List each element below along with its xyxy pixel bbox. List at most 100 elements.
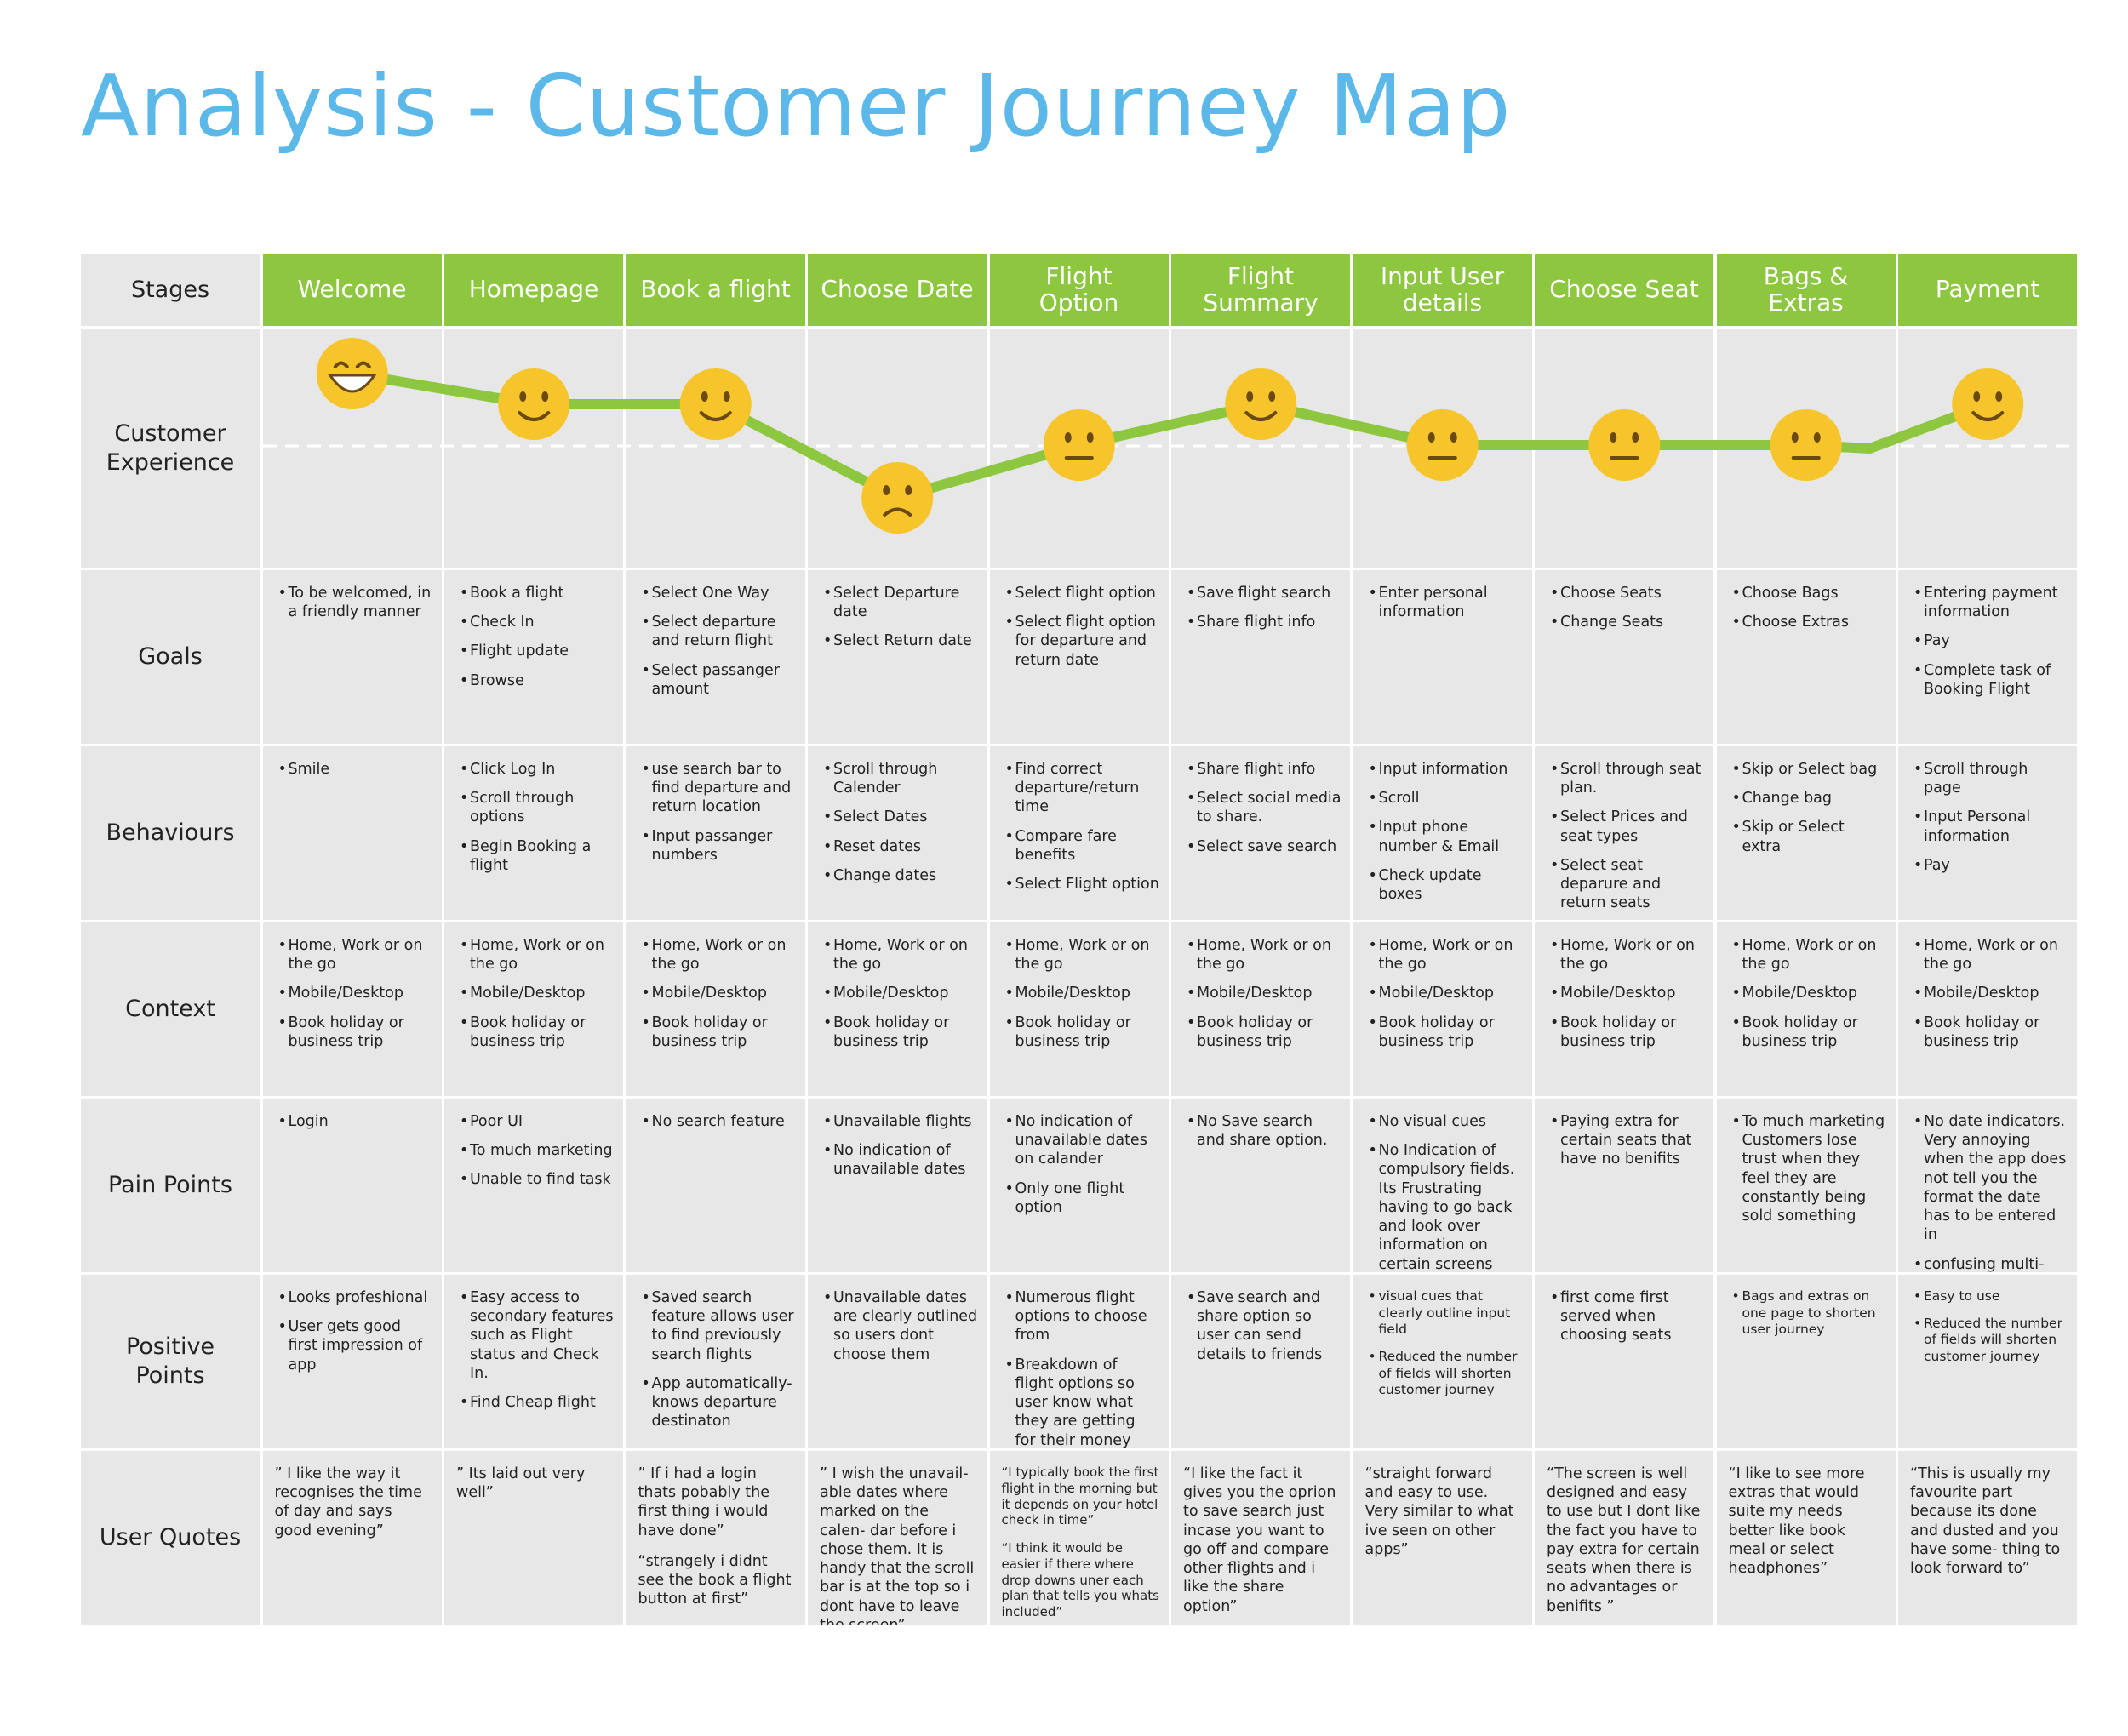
- context-cell: Home, Work or on the goMobile/DesktopBoo…: [1898, 922, 2077, 1096]
- bullet-item: Home, Work or on the go: [1560, 936, 1705, 974]
- bullet-item: Smile: [289, 760, 433, 779]
- positive-points-cell: Unavailable dates are clearly outlined s…: [808, 1275, 987, 1448]
- bullet-item: Mobile/Desktop: [1015, 984, 1160, 1002]
- happy-face-icon: [679, 368, 752, 440]
- pain-points-cell: No Save search and share option.: [1171, 1099, 1350, 1272]
- positive-points-cell: Looks profeshionalUser gets good first i…: [262, 1275, 442, 1448]
- bullet-item: Select Return date: [833, 631, 978, 650]
- stage-header-input-user-details: Input User details: [1353, 254, 1532, 326]
- user-quote: “I think it would be easier if there whe…: [1001, 1540, 1159, 1619]
- bullet-item: Select departure and return flight: [652, 613, 797, 650]
- happy-face-icon: [1951, 368, 2023, 440]
- bullet-item: Looks profeshional: [289, 1288, 433, 1307]
- bullet-item: Home, Work or on the go: [1924, 936, 2068, 974]
- bullet-item: Poor UI: [470, 1112, 615, 1131]
- bullet-item: App automatically- knows departure desti…: [652, 1374, 797, 1431]
- column-divider: [1168, 328, 1171, 568]
- context-cell: Home, Work or on the goMobile/DesktopBoo…: [626, 922, 805, 1096]
- positive-points-cell: Save search and share option so user can…: [1171, 1275, 1350, 1448]
- bullet-item: Select seat deparure and return seats: [1560, 856, 1705, 913]
- bullet-item: To be welcomed, in a friendly manner: [289, 584, 433, 621]
- goals-cell: Entering payment informationPayComplete …: [1898, 570, 2077, 744]
- goals-cell: Select flight optionSelect flight option…: [989, 570, 1169, 744]
- bullet-item: Home, Work or on the go: [1742, 936, 1887, 974]
- column-divider: [1895, 328, 1898, 568]
- bullet-item: Change dates: [833, 866, 978, 885]
- bullet-item: Browse: [470, 671, 615, 690]
- bullet-item: Mobile/Desktop: [470, 984, 615, 1002]
- bullet-item: use search bar to find departure and ret…: [652, 760, 797, 817]
- stage-header-homepage: Homepage: [444, 254, 623, 326]
- bullet-item: Pay: [1924, 631, 2068, 650]
- user-quote-cell: “I typically book the first flight in th…: [989, 1451, 1169, 1625]
- behaviours-cell: Smile: [262, 746, 442, 920]
- behaviours-cell: Find correct departure/return timeCompar…: [989, 746, 1169, 920]
- bullet-item: Home, Work or on the go: [1379, 936, 1524, 974]
- positive-points-cell: Numerous flight options to choose fromBr…: [989, 1275, 1169, 1448]
- behaviours-cell: Scroll through seat plan.Select Prices a…: [1535, 746, 1713, 920]
- bullet-item: Skip or Select extra: [1742, 818, 1887, 855]
- bullet-item: Check In: [470, 613, 615, 631]
- pain-points-cell: No visual cuesNo Indication of compulsor…: [1353, 1099, 1532, 1272]
- column-divider: [1350, 328, 1353, 568]
- experience-curve-band: [262, 328, 2080, 568]
- bullet-item: Scroll through options: [470, 789, 615, 826]
- bullet-item: Enter personal information: [1379, 584, 1524, 621]
- bullet-item: Skip or Select bag: [1742, 760, 1887, 779]
- bullet-item: Home, Work or on the go: [1015, 936, 1160, 974]
- user-quote-cell: “I like the fact it gives you the oprion…: [1171, 1451, 1350, 1625]
- bullet-item: Choose Bags: [1742, 584, 1887, 602]
- bullet-item: Select save search: [1197, 837, 1341, 856]
- goals-cell: Book a flightCheck InFlight updateBrowse: [444, 570, 623, 744]
- context-cell: Home, Work or on the goMobile/DesktopBoo…: [1716, 922, 1896, 1096]
- row-label-behaviours: Behaviours: [81, 746, 260, 920]
- pain-points-cell: Poor UITo much marketingUnable to find t…: [444, 1099, 623, 1272]
- bullet-item: Numerous flight options to choose from: [1015, 1288, 1160, 1345]
- happy-face-icon: [1224, 368, 1296, 440]
- bullet-item: Pay: [1924, 856, 2068, 875]
- goals-cell: Save flight searchShare flight info: [1171, 570, 1350, 744]
- bullet-item: Easy access to secondary features such a…: [470, 1288, 615, 1383]
- user-quote-cell: ” I wish the unavail- able dates where m…: [808, 1451, 987, 1625]
- bullet-item: Find Cheap flight: [470, 1393, 615, 1412]
- row-label-experience: Customer Experience: [81, 328, 260, 568]
- bullet-item: Select flight option for departure and r…: [1015, 613, 1160, 670]
- experience-line: [351, 368, 1989, 503]
- bullet-item: Home, Work or on the go: [1197, 936, 1341, 974]
- bullet-item: Scroll through Calender: [833, 760, 978, 797]
- bullet-item: Begin Booking a flight: [470, 837, 615, 875]
- column-divider: [987, 328, 990, 568]
- positive-points-cell: Easy access to secondary features such a…: [444, 1275, 623, 1448]
- stage-header-flight-option: Flight Option: [989, 254, 1169, 326]
- pain-points-cell: No date indicators. Very annoying when t…: [1898, 1099, 2077, 1272]
- goals-cell: Enter personal information: [1353, 570, 1532, 744]
- bullet-item: Select Flight option: [1015, 875, 1160, 894]
- bullet-item: Scroll: [1379, 789, 1524, 808]
- user-quote-cell: ” Its laid out very well”: [444, 1451, 623, 1625]
- pain-points-cell: Paying extra for certain seats that have…: [1535, 1099, 1713, 1272]
- goals-cell: To be welcomed, in a friendly manner: [262, 570, 442, 744]
- context-cell: Home, Work or on the goMobile/DesktopBoo…: [989, 922, 1169, 1096]
- bullet-item: Book holiday or business trip: [833, 1014, 978, 1051]
- user-quote-cell: ” If i had a login thats pobably the fir…: [626, 1451, 805, 1625]
- bullet-item: Mobile/Desktop: [1197, 984, 1341, 1002]
- stage-header-book-a-flight: Book a flight: [626, 254, 805, 326]
- bullet-item: Find correct departure/return time: [1015, 760, 1160, 817]
- bullet-item: Mobile/Desktop: [1560, 984, 1705, 1002]
- bullet-item: User gets good first impression of app: [289, 1317, 433, 1374]
- row-label-stages: Stages: [81, 254, 260, 326]
- journey-map-grid: Stages Customer Experience Goals Behavio…: [81, 254, 2080, 1625]
- goals-cell: Choose BagsChoose Extras: [1716, 570, 1896, 744]
- neutral-face-icon: [1043, 408, 1115, 481]
- goals-cell: Select One WaySelect departure and retur…: [626, 570, 805, 744]
- bullet-item: No indication of unavailable dates on ca…: [1015, 1112, 1160, 1169]
- sad-face-icon: [861, 461, 933, 534]
- neutral-face-icon: [1770, 408, 1842, 481]
- bullet-item: Home, Work or on the go: [470, 936, 615, 974]
- bullet-item: Input information: [1379, 760, 1524, 779]
- bullet-item: No search feature: [652, 1112, 797, 1131]
- bullet-item: Bags and extras on one page to shorten u…: [1742, 1288, 1887, 1339]
- bullet-item: Saved search feature allows user to find…: [652, 1288, 797, 1364]
- stage-header-flight-summary: Flight Summary: [1171, 254, 1350, 326]
- bullet-item: Complete task of Booking Flight: [1924, 661, 2068, 699]
